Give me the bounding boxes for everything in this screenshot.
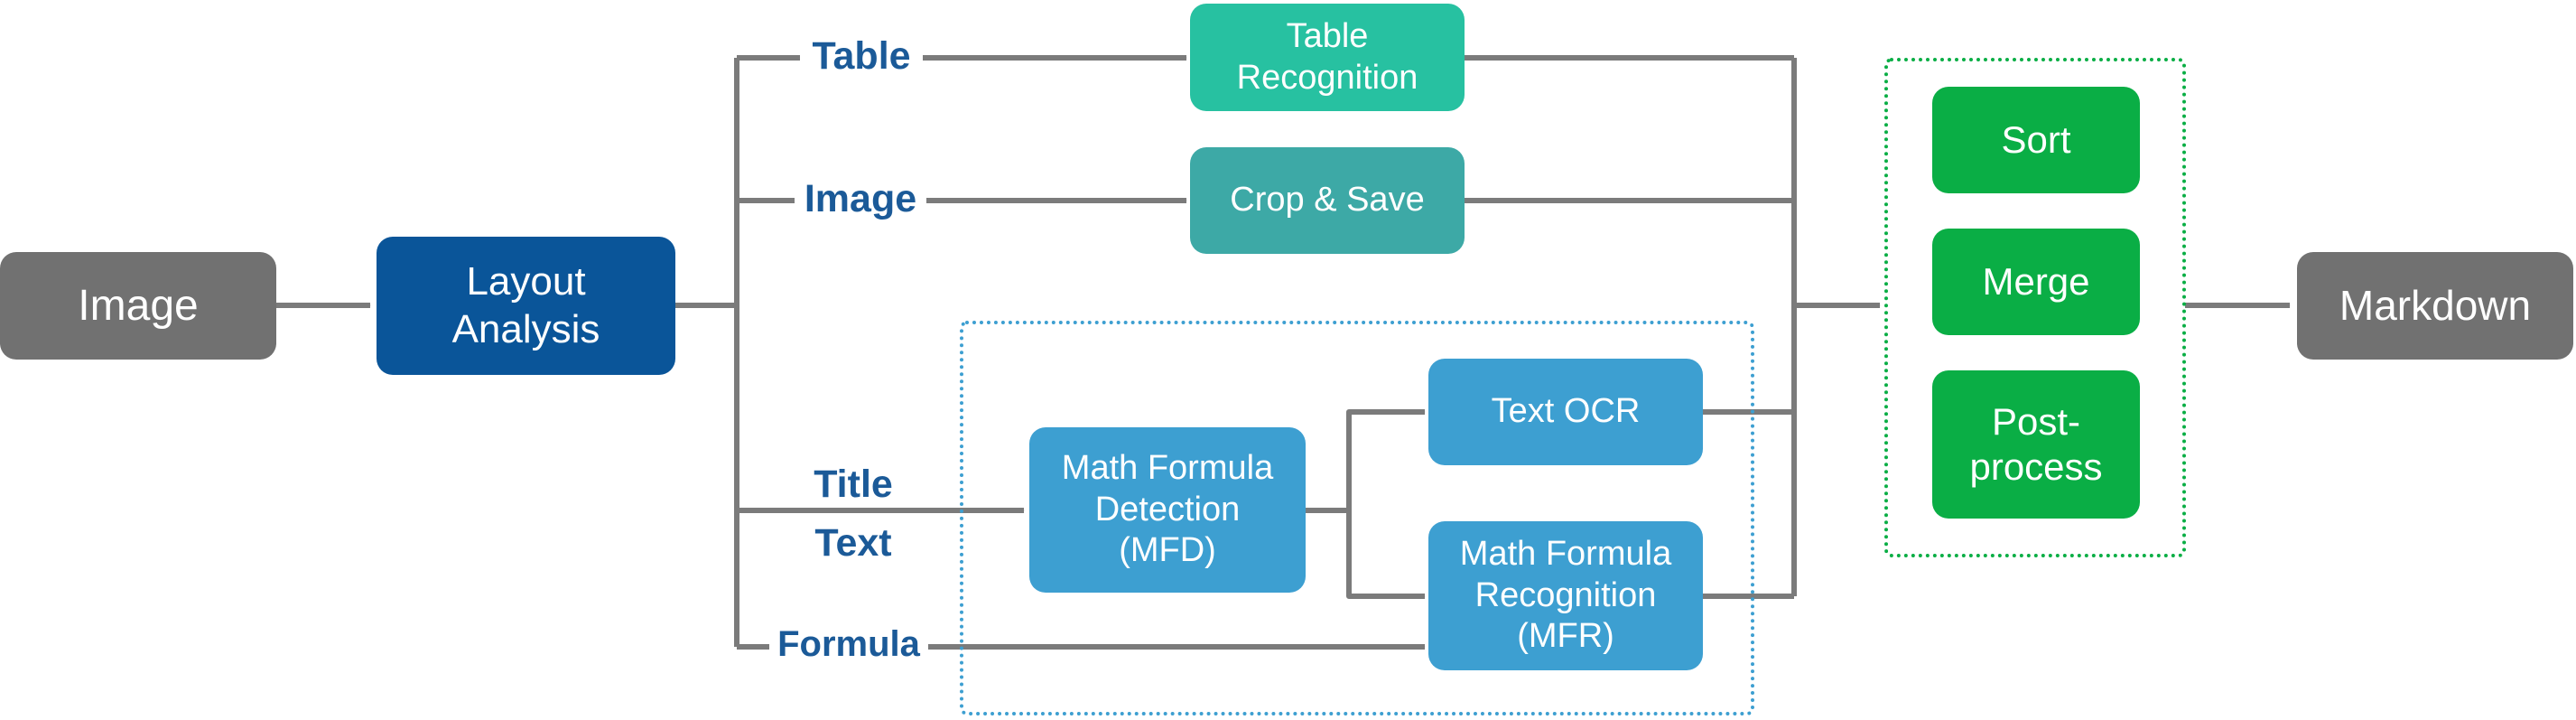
edge-label-text: Text	[804, 519, 903, 566]
math-formula-group	[960, 321, 1754, 715]
layout-analysis-node: Layout Analysis	[377, 237, 675, 375]
table-recognition-node: Table Recognition	[1190, 4, 1465, 111]
edge-label-table: Table	[800, 33, 923, 79]
text-ocr-node: Text OCR	[1428, 359, 1703, 465]
edge-label-title: Title	[804, 461, 903, 508]
edge-label-formula: Formula	[769, 622, 928, 667]
crop-save-node: Crop & Save	[1190, 147, 1465, 254]
image-input-node: Image	[0, 252, 276, 360]
arrow-to-text-ocr	[1346, 409, 1426, 510]
post-process-group	[1884, 58, 2186, 557]
post-process-node: Post- process	[1932, 370, 2140, 519]
mfd-node: Math Formula Detection (MFD)	[1029, 427, 1306, 593]
arrow-to-mfr	[1346, 510, 1426, 599]
merge-node: Merge	[1932, 229, 2140, 335]
edge-label-image: Image	[795, 174, 926, 223]
mfr-node: Math Formula Recognition (MFR)	[1428, 521, 1703, 670]
sort-node: Sort	[1932, 87, 2140, 193]
markdown-output-node: Markdown	[2297, 252, 2573, 360]
